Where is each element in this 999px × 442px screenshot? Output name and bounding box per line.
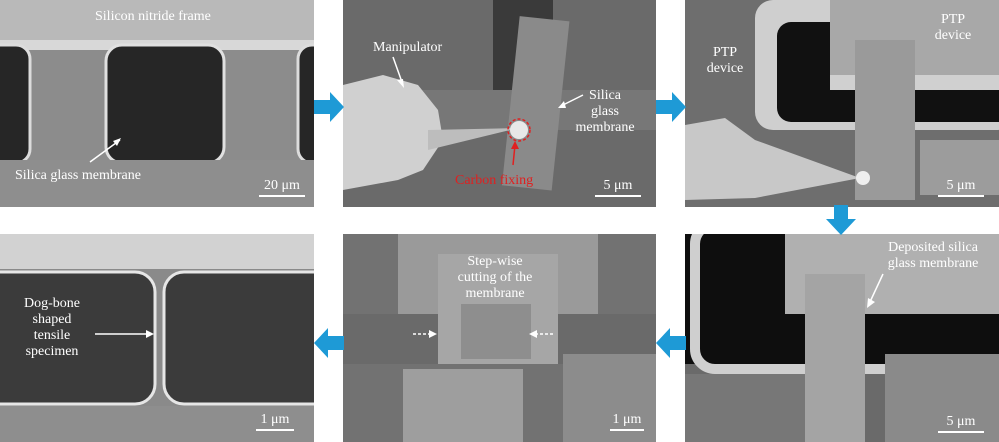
panel-3-image xyxy=(685,0,999,207)
scale-label: 5 μm xyxy=(946,414,976,429)
scale-label: 1 μm xyxy=(612,412,642,427)
flow-arrow-right-2 xyxy=(656,92,686,122)
scale-label: 1 μm xyxy=(260,412,290,427)
scale-bar: 5 μm xyxy=(931,414,991,433)
panel-1-image xyxy=(0,0,314,207)
flow-arrow-down xyxy=(826,205,856,235)
scale-bar: 1 μm xyxy=(597,412,656,431)
carbon-fixing-label: Carbon fixing xyxy=(455,173,534,188)
panel-5-image xyxy=(343,234,656,442)
scale-bar: 20 μm xyxy=(252,178,312,197)
scale-label: 5 μm xyxy=(946,178,976,193)
scale-label: 5 μm xyxy=(603,178,633,193)
scale-label: 20 μm xyxy=(264,178,300,193)
scale-bar: 1 μm xyxy=(245,412,305,431)
panel-1-frame: Silicon nitride frame Silica glass membr… xyxy=(0,0,314,207)
flow-arrow-right-1 xyxy=(314,92,344,122)
panel-4-image xyxy=(685,234,999,442)
membrane-label: Silica glass membrane xyxy=(15,168,141,183)
panel-2-image xyxy=(343,0,656,207)
manipulator-label: Manipulator xyxy=(373,40,443,55)
flow-arrow-left-1 xyxy=(656,328,686,358)
scale-bar: 5 μm xyxy=(931,178,991,197)
panel-6-image xyxy=(0,234,314,442)
frame-label: Silicon nitride frame xyxy=(95,9,211,24)
scale-bar: 5 μm xyxy=(588,178,648,197)
flow-arrow-left-2 xyxy=(314,328,344,358)
